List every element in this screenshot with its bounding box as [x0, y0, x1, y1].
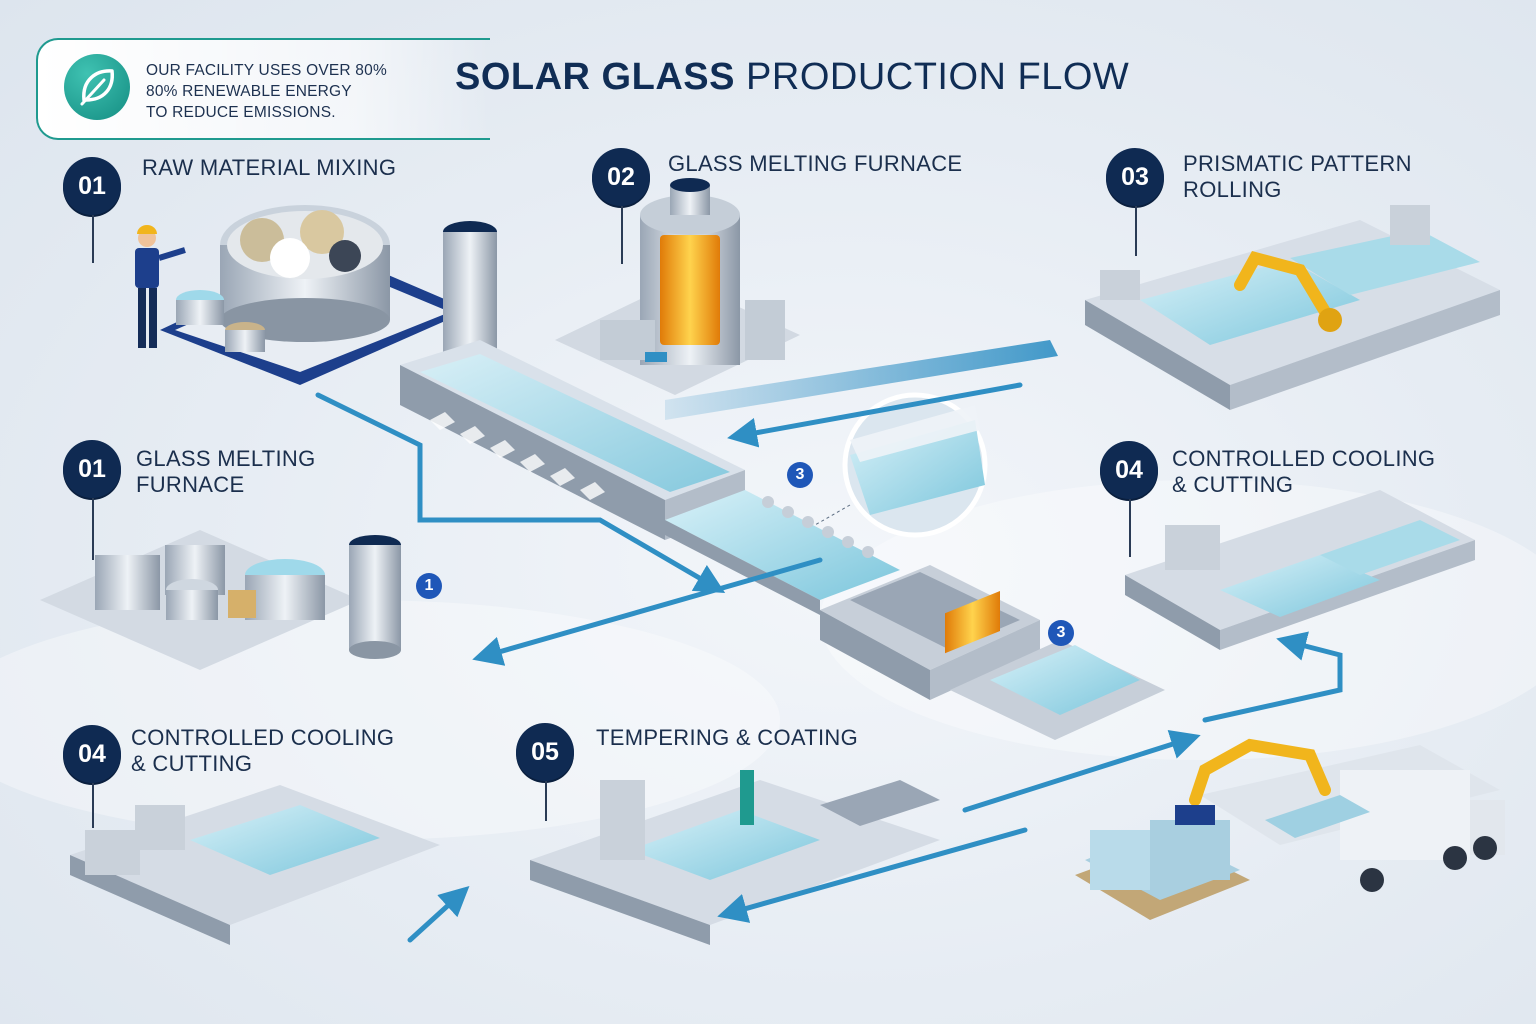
- step-label-line: RAW MATERIAL MIXING: [142, 155, 397, 180]
- step-label-line: FURNACE: [136, 472, 245, 497]
- prismatic-rolling-illustration: [1085, 205, 1500, 410]
- step-label: PRISMATIC PATTERN ROLLING: [1183, 151, 1412, 203]
- step-label: RAW MATERIAL MIXING: [142, 155, 396, 181]
- step-label-line: & CUTTING: [1172, 472, 1294, 497]
- step-connector: [621, 206, 623, 264]
- flow-band: [665, 340, 1058, 420]
- step-connector: [92, 498, 94, 560]
- glass-texture-magnifier: [814, 392, 988, 538]
- step-number-badge: 01: [63, 440, 121, 498]
- step-label: TEMPERING & COATING: [596, 725, 858, 751]
- step-connector: [1135, 206, 1137, 256]
- cooling-cutting-right-illustration: [1125, 490, 1475, 650]
- marker-badge: 3: [1048, 620, 1074, 646]
- page-title: SOLAR GLASS PRODUCTION FLOW: [455, 56, 1129, 99]
- leaf-icon: [64, 54, 130, 120]
- step-number-badge: 05: [516, 723, 574, 781]
- title-bold: SOLAR GLASS: [455, 56, 735, 98]
- step-connector: [545, 781, 547, 821]
- glass-melting-furnace-illustration: [555, 178, 800, 395]
- float-glass-line: [400, 340, 900, 615]
- step-label-line: ROLLING: [1183, 177, 1282, 202]
- step-label: GLASS MELTING FURNACE: [668, 151, 962, 177]
- sustainability-text: OUR FACILITY USES OVER 80% 80% RENEWABLE…: [146, 60, 486, 123]
- step-connector: [92, 215, 94, 263]
- step-label-line: GLASS MELTING: [136, 446, 316, 471]
- raw-material-mixing-illustration: [135, 205, 470, 385]
- annealing-lehr-illustration: [820, 565, 1165, 740]
- marker-badge: 3: [787, 462, 813, 488]
- step-number-badge: 01: [63, 157, 121, 215]
- sustainability-callout: OUR FACILITY USES OVER 80% 80% RENEWABLE…: [36, 38, 490, 140]
- step-number-badge: 02: [592, 148, 650, 206]
- step-label: GLASS MELTING FURNACE: [136, 446, 316, 498]
- cooling-cutting-left-illustration: [70, 785, 440, 945]
- marker-badge: 1: [416, 573, 442, 599]
- step-label-line: TEMPERING & COATING: [596, 725, 858, 750]
- step-label-line: PRISMATIC PATTERN: [1183, 151, 1412, 176]
- melting-furnace-cluster-illustration: [40, 530, 401, 670]
- step-connector: [1129, 499, 1131, 557]
- step-number-badge: 04: [63, 725, 121, 783]
- step-connector: [92, 783, 94, 828]
- sustainability-line: OUR FACILITY USES OVER 80%: [146, 62, 387, 79]
- step-label-line: GLASS MELTING FURNACE: [668, 151, 963, 176]
- step-label: CONTROLLED COOLING & CUTTING: [131, 725, 394, 777]
- step-number-badge: 03: [1106, 148, 1164, 206]
- step-label-line: CONTROLLED COOLING: [131, 725, 395, 750]
- step-label-line: CONTROLLED COOLING: [1172, 446, 1436, 471]
- step-label-line: & CUTTING: [131, 751, 253, 776]
- title-regular: PRODUCTION FLOW: [746, 56, 1130, 98]
- sustainability-line: 80% RENEWABLE ENERGY: [146, 83, 352, 100]
- step-number-badge: 04: [1100, 441, 1158, 499]
- flow-arrows: [315, 382, 1343, 943]
- sustainability-line: TO REDUCE EMISSIONS.: [146, 104, 336, 121]
- step-label: CONTROLLED COOLING & CUTTING: [1172, 446, 1435, 498]
- tempering-coating-illustration: [530, 770, 940, 945]
- packaging-shipping-illustration: [1075, 738, 1505, 920]
